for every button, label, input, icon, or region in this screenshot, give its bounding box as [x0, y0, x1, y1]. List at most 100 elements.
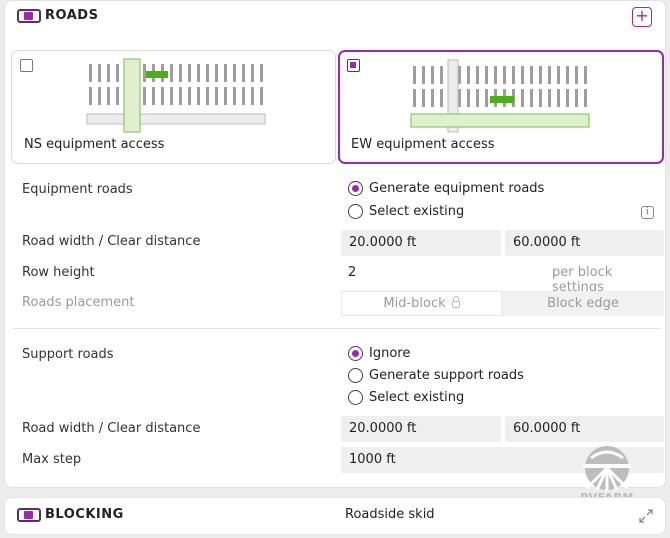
lock-icon	[451, 296, 460, 308]
pv-row-mark	[566, 89, 569, 107]
blocking-value[interactable]: Roadside skid	[345, 507, 435, 522]
roads-toggle[interactable]	[17, 9, 41, 23]
pv-row-mark	[431, 66, 434, 84]
add-icon[interactable]: +	[632, 7, 652, 27]
pv-row-mark	[422, 89, 425, 107]
pv-row-mark	[215, 87, 218, 105]
pv-row-mark	[116, 87, 119, 105]
pv-row-mark	[575, 66, 578, 84]
ignore-support-roads-radio[interactable]: Ignore	[348, 346, 410, 361]
expand-icon[interactable]	[639, 509, 653, 523]
equipment-roads-label: Equipment roads	[22, 182, 133, 197]
support-road-width-label: Road width / Clear distance	[22, 421, 201, 436]
ns-equipment-access-card[interactable]: NS equipment access	[11, 50, 336, 164]
pv-row-mark	[242, 87, 245, 105]
pv-row-mark	[584, 89, 587, 107]
ew-equipment-access-checkbox[interactable]	[347, 59, 360, 72]
pv-row-mark	[566, 66, 569, 84]
blocking-title: BLOCKING	[45, 507, 124, 522]
pv-row-mark	[575, 89, 578, 107]
pv-row-mark	[206, 87, 209, 105]
pv-row-mark	[215, 64, 218, 82]
roads-panel: ROADS + NS equipment access EW equipment…	[4, 0, 666, 488]
pv-row-mark	[188, 87, 191, 105]
generate-support-roads-radio[interactable]: Generate support roads	[348, 368, 524, 383]
generate-equipment-roads-radio[interactable]: Generate equipment roads	[348, 181, 544, 196]
radio-icon	[348, 368, 363, 383]
pv-row-mark	[251, 87, 254, 105]
ns-equipment-access-checkbox[interactable]	[20, 59, 33, 72]
pv-row-mark	[530, 66, 533, 84]
ns-equipment-access-label: NS equipment access	[24, 137, 165, 152]
pv-row-mark	[197, 64, 200, 82]
pv-row-mark	[170, 64, 173, 82]
pv-row-mark	[458, 89, 461, 107]
road-width-input[interactable]: 20.0000 ft	[341, 230, 501, 256]
pv-row-mark	[521, 89, 524, 107]
radio-icon	[348, 390, 363, 405]
pv-row-mark	[467, 89, 470, 107]
ew-equipment-access-label: EW equipment access	[351, 137, 495, 152]
pv-row-mark	[233, 87, 236, 105]
pv-row-mark	[107, 64, 110, 82]
pv-row-mark	[422, 66, 425, 84]
support-clear-distance-input[interactable]: 60.0000 ft	[505, 416, 664, 442]
ns-road-shape	[447, 59, 459, 133]
pv-row-mark	[467, 66, 470, 84]
mid-block-option[interactable]: Mid-block	[341, 291, 502, 316]
pv-row-mark	[548, 89, 551, 107]
pv-row-mark	[179, 87, 182, 105]
pv-row-mark	[494, 66, 497, 84]
pv-row-mark	[251, 64, 254, 82]
select-existing-equipment-radio[interactable]: Select existing	[348, 204, 464, 219]
ns-access-illustration	[86, 58, 266, 133]
pv-row-mark	[512, 66, 515, 84]
support-roads-label: Support roads	[22, 347, 114, 362]
section-divider	[13, 328, 661, 329]
pv-row-mark	[548, 66, 551, 84]
pv-row-mark	[260, 87, 263, 105]
radio-selected-icon	[348, 346, 363, 361]
pv-row-mark	[206, 64, 209, 82]
pv-row-mark	[440, 66, 443, 84]
pv-row-mark	[152, 87, 155, 105]
pv-row-mark	[557, 89, 560, 107]
pv-row-mark	[521, 66, 524, 84]
road-width-label: Road width / Clear distance	[22, 234, 201, 249]
row-height-label: Row height	[22, 265, 95, 280]
pv-row-mark	[107, 87, 110, 105]
ew-road-shape	[86, 113, 266, 125]
pv-row-mark	[413, 89, 416, 107]
pv-row-mark	[485, 66, 488, 84]
pv-row-mark	[170, 87, 173, 105]
pv-row-mark	[161, 87, 164, 105]
info-icon[interactable]: i	[641, 206, 654, 219]
pv-row-mark	[98, 87, 101, 105]
pv-row-mark	[503, 66, 506, 84]
support-road-width-input[interactable]: 20.0000 ft	[341, 416, 501, 442]
skid-shape	[490, 96, 514, 103]
pv-row-mark	[431, 89, 434, 107]
pv-row-mark	[224, 64, 227, 82]
radio-label: Generate support roads	[369, 368, 524, 383]
ew-access-illustration	[410, 59, 590, 133]
pv-row-mark	[98, 64, 101, 82]
pv-row-mark	[89, 87, 92, 105]
radio-label: Select existing	[369, 204, 465, 219]
ew-equipment-access-card[interactable]: EW equipment access	[338, 50, 664, 164]
row-height-value[interactable]: 2	[348, 265, 357, 280]
pv-row-mark	[539, 66, 542, 84]
block-edge-option[interactable]: Block edge	[502, 291, 664, 316]
pv-row-mark	[116, 64, 119, 82]
pvfarm-logo-icon	[583, 446, 631, 491]
pv-row-mark	[440, 89, 443, 107]
radio-label: Ignore	[369, 346, 411, 361]
pv-row-mark	[242, 64, 245, 82]
select-existing-support-radio[interactable]: Select existing	[348, 390, 464, 405]
blocking-toggle[interactable]	[17, 508, 41, 522]
ew-road-shape	[410, 113, 590, 128]
mid-block-label: Mid-block	[383, 296, 446, 311]
clear-distance-input[interactable]: 60.0000 ft	[505, 230, 664, 256]
pvfarm-logo: PVFARM	[577, 444, 637, 504]
ns-road-shape	[123, 58, 141, 133]
